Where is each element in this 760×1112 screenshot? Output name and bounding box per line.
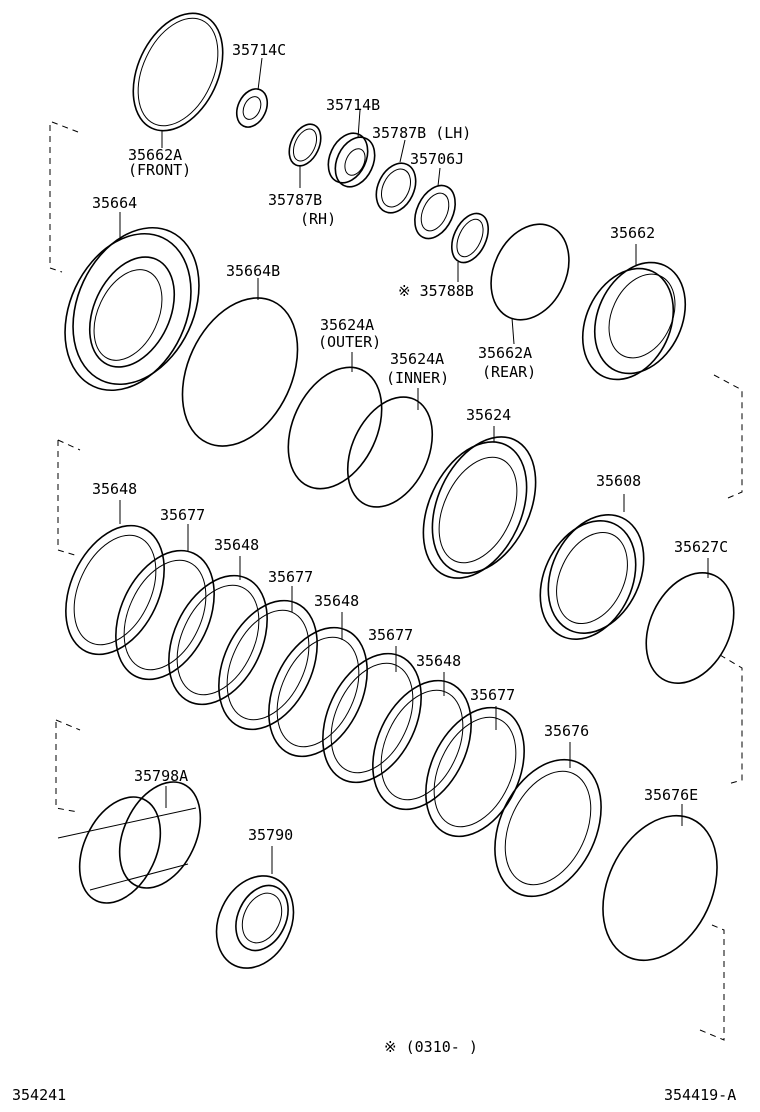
label-35648-1: 35648	[92, 480, 137, 498]
snap-ring-35627c	[645, 558, 735, 685]
part-labels: 35714C 35662A (FRONT) 35714B 35787B (LH)…	[92, 41, 728, 844]
disc-35677-2	[218, 586, 318, 731]
label-35608: 35608	[596, 472, 641, 490]
label-35787b-lh: 35787B (LH)	[372, 124, 471, 142]
label-35627c: 35627C	[674, 538, 728, 556]
plate-35648-1	[65, 500, 165, 656]
snap-ring-35664b	[181, 278, 299, 447]
drum-35664	[64, 212, 200, 392]
label-35677-2: 35677	[268, 568, 313, 586]
label-35676e: 35676E	[644, 786, 698, 804]
drum-35662	[581, 244, 687, 381]
label-35798a: 35798A	[134, 767, 188, 785]
label-35648-3: 35648	[314, 592, 359, 610]
disc-35677-3	[322, 646, 422, 784]
plate-35648-2	[168, 556, 268, 706]
label-35788b: ※ 35788B	[398, 282, 474, 300]
plate-35648-3	[268, 612, 368, 758]
label-35677-1: 35677	[160, 506, 205, 524]
footnote: ※ (0310- )	[384, 1038, 478, 1056]
label-35706j: 35706J	[410, 150, 464, 168]
clutch-35714b	[327, 109, 376, 188]
label-35624a-outer-note: (OUTER)	[318, 333, 381, 351]
washer-35788b	[451, 212, 489, 282]
label-35677-3: 35677	[368, 626, 413, 644]
label-35662a-rear: 35662A	[478, 344, 532, 362]
carrier-35608	[539, 494, 645, 640]
label-35624a-outer: 35624A	[320, 316, 374, 334]
footer-right-code: 354419-A	[664, 1086, 736, 1104]
clutch-35798a	[57, 781, 202, 904]
disc-35677-1	[115, 524, 215, 681]
label-35662a-front-note: (FRONT)	[128, 161, 191, 179]
disc-35677-4	[425, 706, 525, 838]
bearing-35706j	[414, 167, 456, 240]
footer-left-code: 354241	[12, 1086, 66, 1104]
label-35714b: 35714B	[326, 96, 380, 114]
label-35787b-rh-note: (RH)	[300, 210, 336, 228]
seal-35624a-outer	[287, 352, 383, 490]
label-35624a-inner: 35624A	[390, 350, 444, 368]
label-35624a-inner-note: (INNER)	[386, 369, 449, 387]
hub-35790	[215, 846, 295, 969]
flange-35676	[494, 742, 602, 898]
plate-35648-4	[372, 672, 472, 811]
snap-ring-35662a-front	[132, 12, 224, 148]
label-35662: 35662	[610, 224, 655, 242]
piston-35624	[422, 426, 537, 579]
washer-35787b-rh	[288, 123, 322, 188]
label-35662a-rear-note: (REAR)	[482, 363, 536, 381]
washer-35787b-lh	[375, 139, 417, 214]
label-35714c: 35714C	[232, 41, 286, 59]
label-35676: 35676	[544, 722, 589, 740]
label-35664b: 35664B	[226, 262, 280, 280]
snap-ring-35676e	[602, 804, 718, 962]
label-35648-2: 35648	[214, 536, 259, 554]
race-35714c	[235, 57, 269, 128]
label-35648-4: 35648	[416, 652, 461, 670]
label-35624: 35624	[466, 406, 511, 424]
label-35787b-rh: 35787B	[268, 191, 322, 209]
label-35790: 35790	[248, 826, 293, 844]
label-35677-4: 35677	[470, 686, 515, 704]
seal-35624a-inner	[346, 388, 434, 508]
snap-ring-35662a-rear	[490, 223, 570, 345]
label-35662a-front: 35662A	[128, 146, 182, 164]
dashed-brackets	[49, 121, 743, 1041]
label-35664: 35664	[92, 194, 137, 212]
